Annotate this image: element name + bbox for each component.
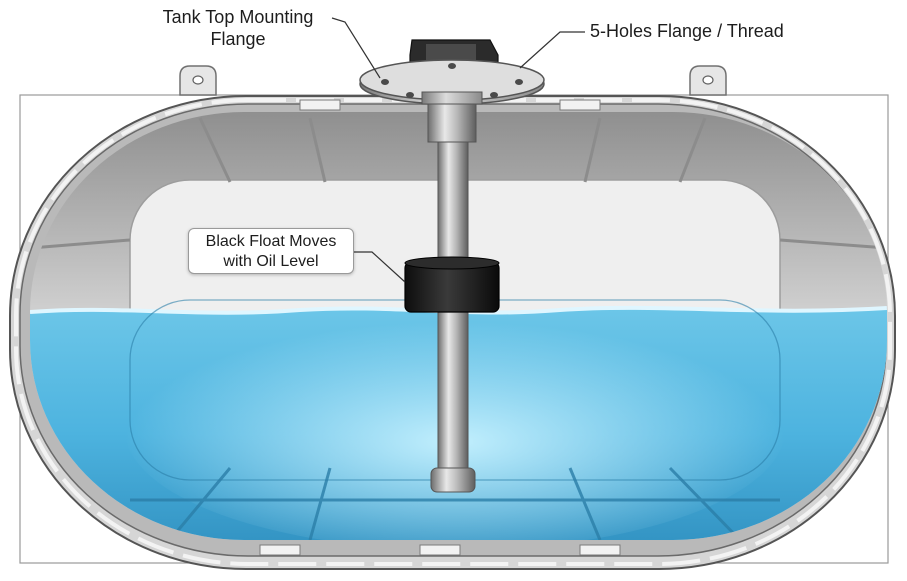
lifting-lug-right xyxy=(689,65,727,96)
callout-line-flange xyxy=(331,17,381,79)
label-flange-line2: Flange xyxy=(210,29,266,49)
callout-line-float xyxy=(354,251,406,283)
label-5-holes-flange: 5-Holes Flange / Thread xyxy=(590,21,784,41)
label-black-float: Black Float Moves with Oil Level xyxy=(188,228,354,274)
mounting-flange xyxy=(359,39,545,143)
label-float-line1: Black Float Moves xyxy=(205,233,337,250)
label-float-line2: with Oil Level xyxy=(223,253,319,270)
rod-end-cap xyxy=(430,467,476,493)
label-mounting-flange: Tank Top Mounting Flange xyxy=(148,6,328,50)
label-flange-line1: Tank Top Mounting xyxy=(162,7,314,27)
lifting-lug-left xyxy=(179,65,217,96)
black-float xyxy=(404,256,500,313)
callout-line-holes xyxy=(519,31,585,69)
